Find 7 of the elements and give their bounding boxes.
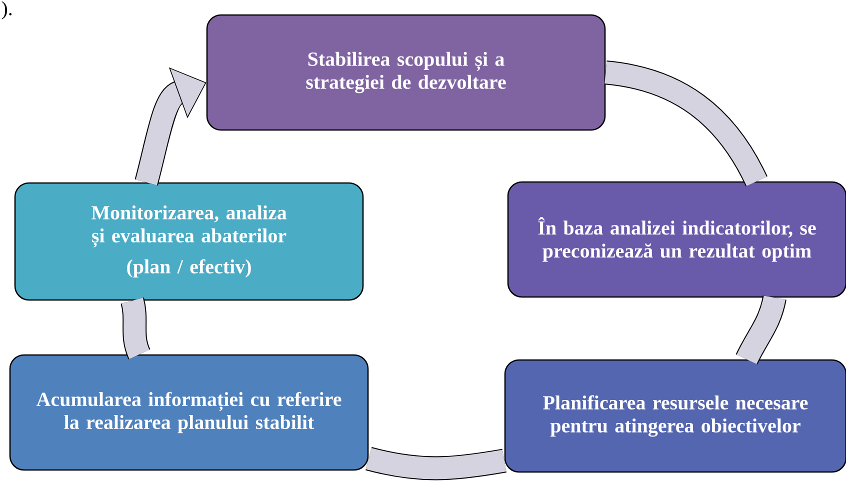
process-box: În baza analizei indicatorilor, se preconizează un rezultat optim — [507, 181, 846, 298]
text-fragment: ). — [2, 1, 12, 20]
process-box: Acumularea informației cu referire la realizarea planului stabilit — [9, 354, 369, 471]
process-box: Planificarea resursele necesare pentru atingerea obiectivelor — [504, 359, 846, 473]
process-box: Stabilirea scopului și a strategiei de dezvoltare — [206, 14, 606, 131]
cycle-arrow — [134, 67, 206, 186]
process-box: Monitorizarea, analiza și evaluarea abaterilor (plan / efectiv) — [14, 182, 364, 301]
